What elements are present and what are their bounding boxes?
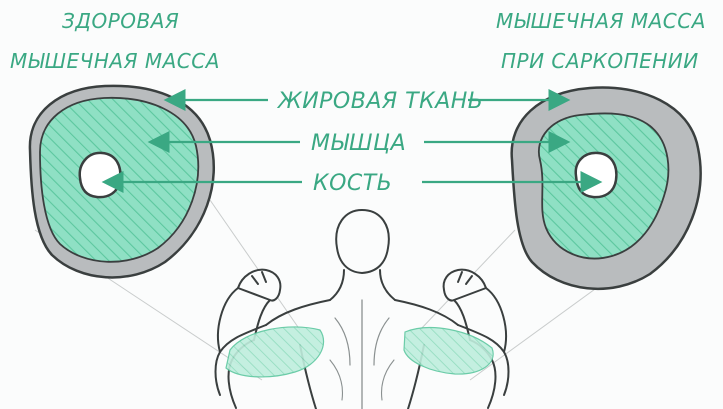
label-bone: КОСТЬ [313,171,392,196]
figure-muscle-highlights [226,327,493,377]
title-left-line1: ЗДОРОВАЯ [62,9,179,33]
title-left-line2: МЫШЕЧНАЯ МАССА [10,49,220,73]
cross-section-sarcopenia [512,88,701,289]
person-figure [216,210,509,409]
title-right-line1: МЫШЕЧНАЯ МАССА [496,9,706,33]
label-fat: ЖИРОВАЯ ТКАНЬ [276,89,483,114]
sarcopenia-bone [576,153,617,197]
label-muscle: МЫШЦА [311,131,406,156]
healthy-bone [80,153,121,197]
title-right-line2: ПРИ САРКОПЕНИИ [501,49,699,73]
